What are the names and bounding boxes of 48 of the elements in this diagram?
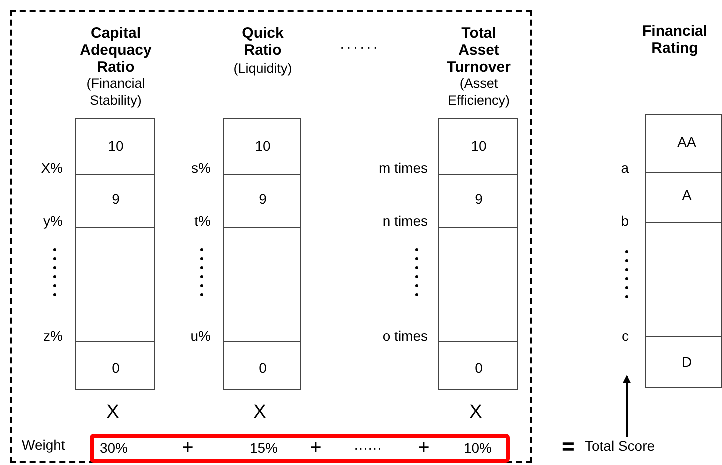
threshold-label: m times [379, 160, 428, 177]
weight-value: 15% [250, 440, 278, 457]
plus-sign: + [182, 438, 194, 458]
multiply-sign: X [254, 403, 266, 423]
threshold-label: a [621, 160, 629, 177]
threshold-label: n times [382, 213, 428, 230]
column-heading: Quick Ratio [241, 25, 285, 59]
multiply-sign: X [106, 403, 120, 423]
threshold-label: c [622, 328, 629, 345]
score-value: D [682, 354, 692, 371]
ellipsis-dots: ······ [340, 39, 380, 56]
weight-label: Weight [22, 437, 66, 454]
score-value: 9 [475, 191, 483, 208]
score-value: 10 [255, 138, 271, 155]
weight-value: ······ [354, 440, 382, 457]
dashed-group-frame [10, 10, 532, 463]
threshold-label: o times [382, 328, 428, 345]
score-value: AA [678, 134, 696, 151]
weight-box [90, 434, 510, 463]
score-value: 10 [108, 138, 124, 155]
threshold-label: s% [192, 160, 211, 177]
column-heading: Total Asset Turnover [446, 25, 512, 76]
plus-sign: + [418, 438, 430, 458]
threshold-label: y% [44, 213, 63, 230]
score-value: 10 [471, 138, 487, 155]
column-heading: Capital Adequacy Ratio [79, 25, 153, 76]
score-value: A [682, 187, 692, 204]
total-score-text: Total Score [585, 438, 656, 456]
score-value: 9 [259, 191, 267, 208]
threshold-label: b [621, 213, 629, 230]
weight-value: 10% [464, 440, 492, 457]
threshold-label: u% [190, 328, 211, 345]
column-subheading: (Asset Efficiency) [446, 75, 512, 109]
plus-sign: + [310, 438, 322, 458]
weight-value: 30% [100, 440, 128, 457]
score-value: 9 [112, 191, 120, 208]
score-value: 0 [475, 360, 483, 377]
threshold-label: z% [44, 328, 63, 345]
multiply-sign: X [470, 403, 482, 423]
column-subheading: (Liquidity) [232, 60, 294, 77]
arrow [623, 375, 631, 437]
score-value: 0 [112, 360, 120, 377]
threshold-label: t% [194, 213, 211, 230]
equals-sign: = [562, 437, 575, 457]
score-value: 0 [259, 360, 267, 377]
column-heading: Financial Rating [641, 23, 709, 57]
threshold-label: X% [41, 160, 63, 177]
column-subheading: (Financial Stability) [86, 75, 146, 109]
